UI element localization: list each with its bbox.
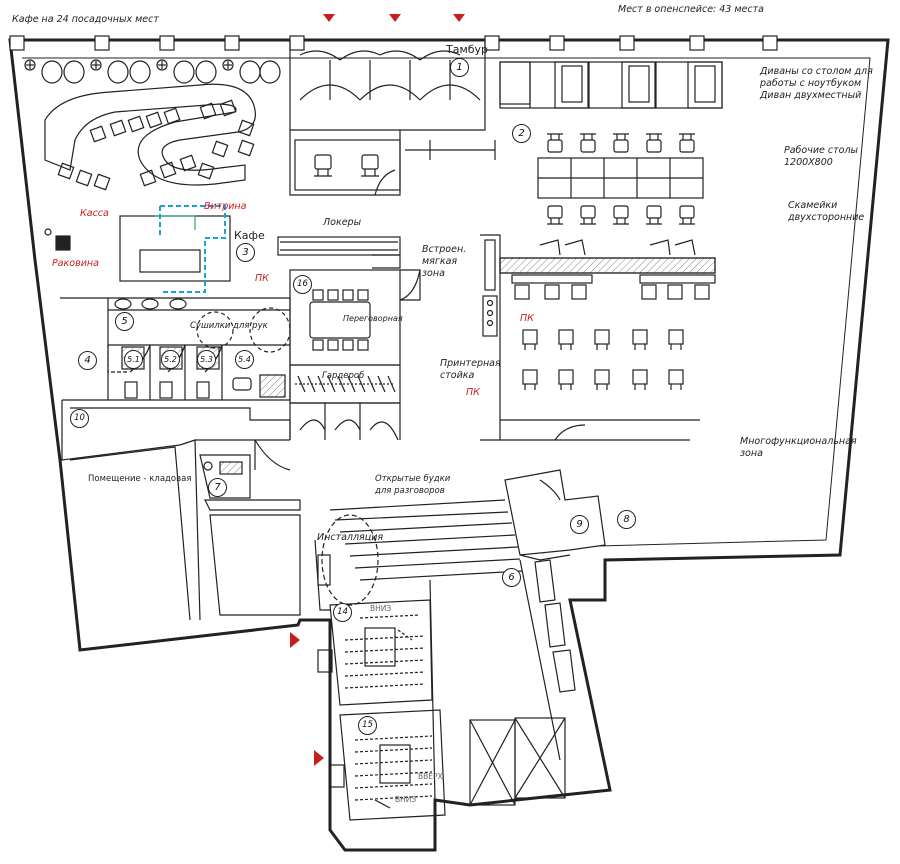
cafe-stools xyxy=(57,99,255,191)
sofas-desc-2: работы с ноутбуком xyxy=(760,78,862,89)
work-desks xyxy=(537,157,704,199)
multizone-seat xyxy=(632,369,648,390)
lockers-label: Локеры xyxy=(323,217,362,228)
desks-desc-1: Рабочие столы xyxy=(784,145,859,156)
storage-label: Помещение - кладовая xyxy=(88,474,192,484)
cafe-service-counter xyxy=(44,205,231,293)
multizone-seat xyxy=(558,369,574,390)
room-number-15: 15 xyxy=(358,716,377,735)
multizone-seat xyxy=(558,329,574,350)
room-number-10: 10 xyxy=(70,409,89,428)
room-number-14: 14 xyxy=(333,603,352,622)
vestibule xyxy=(289,40,496,196)
room-number-1: 1 xyxy=(450,58,469,77)
soft-zone-label-3: зона xyxy=(422,268,445,279)
stair-down-label-1: ВНИЗ xyxy=(370,604,392,613)
room-number-5-3: 5.3 xyxy=(197,350,216,369)
outer-walls xyxy=(8,38,890,852)
cafe-label: Кафе xyxy=(234,229,265,242)
stair-down-label-2: ВНИЗ xyxy=(395,795,417,804)
printer-stand-label-2: стойка xyxy=(440,370,475,381)
multizone-label-2: зона xyxy=(740,448,763,459)
multizone-label-1: Многофункциональная xyxy=(740,436,857,447)
room-number-7: 7 xyxy=(208,478,227,497)
multizone-seat xyxy=(594,329,610,350)
stair-14 xyxy=(317,599,433,706)
office-chair xyxy=(613,205,629,225)
multizone-seat xyxy=(594,369,610,390)
cafe-counter xyxy=(44,83,256,186)
benches-desc-1: Скамейки xyxy=(788,200,838,211)
room-number-5-4: 5.4 xyxy=(235,350,254,369)
pk-label-2: ПК xyxy=(520,313,534,324)
room-number-5-1: 5.1 xyxy=(124,350,143,369)
rakovina-label: Раковина xyxy=(52,258,99,269)
room-number-6: 6 xyxy=(502,568,521,587)
wall-pillars xyxy=(9,35,778,51)
kassa-label: Касса xyxy=(80,208,109,219)
meeting-room-label: Переговорная xyxy=(343,314,403,323)
multizone-seat xyxy=(668,329,684,350)
soft-zone-label-2: мягкая xyxy=(422,256,458,267)
sofas-desc-1: Диваны со столом для xyxy=(760,66,873,77)
vestibule-chairs xyxy=(314,154,379,177)
office-chair xyxy=(646,133,662,153)
installation-label: Инсталляция xyxy=(317,532,384,543)
room-number-8: 8 xyxy=(617,510,636,529)
multizone-seat xyxy=(522,369,538,390)
hand-dryers-label: Сушилки для рук xyxy=(190,321,268,331)
room-number-16: 16 xyxy=(293,275,312,294)
page-title: Мест в опенспейсе: 43 места xyxy=(618,4,764,15)
stair-up-label: ВВЕРХ xyxy=(418,772,443,781)
elevators xyxy=(469,717,566,806)
benches-desc-2: двухсторонние xyxy=(788,212,865,223)
booths-label-2: для разговоров xyxy=(375,486,445,496)
entrance-marks xyxy=(290,14,465,766)
multizone-seats xyxy=(522,329,684,390)
storage-room xyxy=(61,400,301,621)
room-number-9: 9 xyxy=(570,515,589,534)
grand-stair xyxy=(314,499,561,801)
multizone-seat xyxy=(632,329,648,350)
printer-stand xyxy=(480,234,700,441)
cafe-seats-label: Кафе на 24 посадочных мест xyxy=(12,14,159,25)
room-number-4: 4 xyxy=(78,351,97,370)
sofas-desc-3: Диван двухместный xyxy=(760,90,862,101)
multizone-seat xyxy=(668,369,684,390)
multizone-seat xyxy=(522,329,538,350)
office-chairs xyxy=(547,133,695,225)
stair-15 xyxy=(329,709,446,821)
office-chair xyxy=(580,205,596,225)
restroom-block xyxy=(60,297,291,401)
wardrobe-label: Гардероб xyxy=(322,371,365,381)
cafe-window-seats xyxy=(24,59,281,84)
room-number-5: 5 xyxy=(115,312,134,331)
soft-zone-label-1: Встроен. xyxy=(422,244,467,255)
office-chair xyxy=(580,133,596,153)
pk-label-1: ПК xyxy=(255,273,269,284)
vitrina-label: Витрина xyxy=(204,201,247,212)
wardrobe xyxy=(289,364,401,441)
office-chair xyxy=(547,133,563,153)
lower-right-rooms xyxy=(504,469,606,693)
desks-desc-2: 1200Х800 xyxy=(784,157,833,168)
office-chair xyxy=(646,205,662,225)
room-number-2: 2 xyxy=(512,124,531,143)
room-number-3: 3 xyxy=(236,243,255,262)
office-chair xyxy=(547,205,563,225)
tambur-label: Тамбур xyxy=(446,43,489,56)
room-number-5-2: 5.2 xyxy=(161,350,180,369)
office-chair xyxy=(679,205,695,225)
printer-stand-label-1: Принтерная xyxy=(440,358,501,369)
meeting-room xyxy=(277,236,421,366)
booths-label-1: Открытые будки xyxy=(375,474,451,484)
benches xyxy=(499,239,716,300)
pk-label-3: ПК xyxy=(466,387,480,398)
office-chair xyxy=(679,133,695,153)
office-chair xyxy=(613,133,629,153)
sofas xyxy=(499,61,723,109)
